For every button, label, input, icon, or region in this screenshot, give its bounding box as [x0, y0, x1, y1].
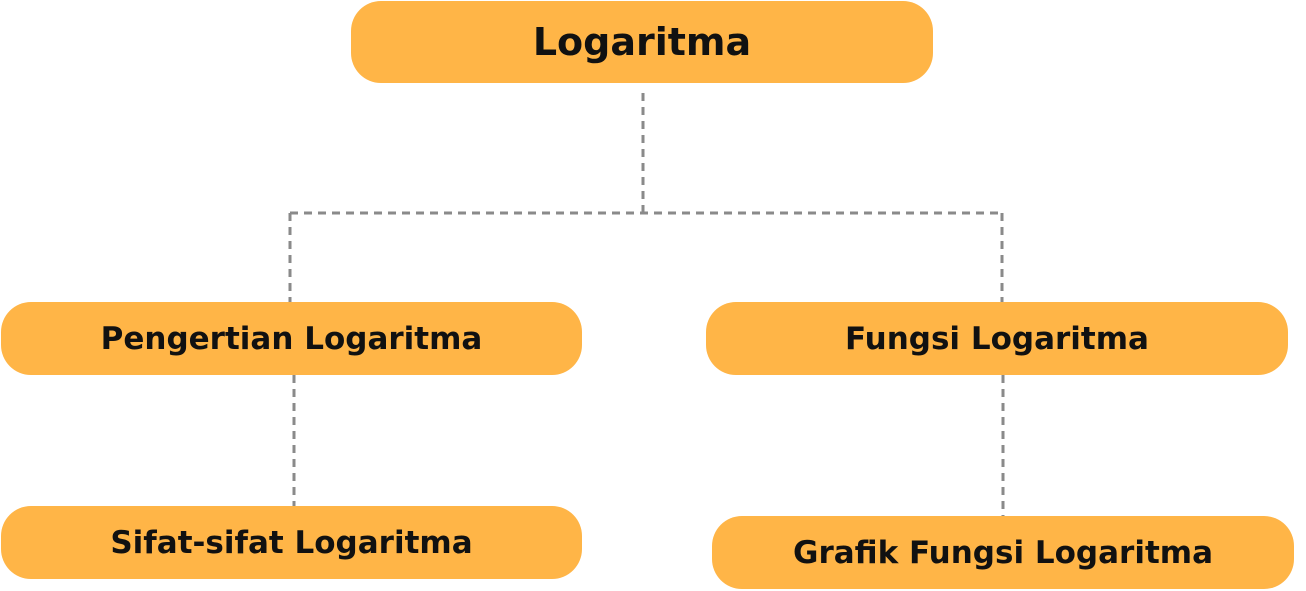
node-pengertian-logaritma: Pengertian Logaritma — [1, 302, 582, 375]
node-label-logaritma: Logaritma — [532, 20, 752, 64]
node-label-sifat-sifat-logaritma: Sifat-sifat Logaritma — [110, 524, 473, 561]
node-grafik-fungsi-logaritma: Grafik Fungsi Logaritma — [712, 516, 1294, 589]
node-label-pengertian-logaritma: Pengertian Logaritma — [100, 320, 483, 357]
node-sifat-sifat-logaritma: Sifat-sifat Logaritma — [1, 506, 582, 579]
node-label-fungsi-logaritma: Fungsi Logaritma — [845, 320, 1149, 357]
node-logaritma: Logaritma — [351, 1, 933, 83]
node-fungsi-logaritma: Fungsi Logaritma — [706, 302, 1288, 375]
node-label-grafik-fungsi-logaritma: Grafik Fungsi Logaritma — [793, 534, 1213, 571]
